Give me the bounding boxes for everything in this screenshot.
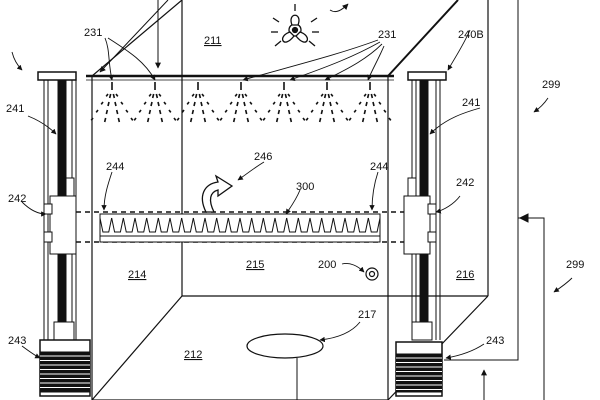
label-242-left: 242 <box>8 193 26 205</box>
pipe-line <box>444 0 545 400</box>
tray-tooth <box>344 217 358 233</box>
label-243-left: 243 <box>8 335 26 347</box>
tray-tooth <box>134 217 148 233</box>
tray-tooth <box>332 217 346 233</box>
label-244-right: 244 <box>370 161 388 173</box>
tray-tooth <box>321 217 334 233</box>
tray-tooth <box>181 217 194 233</box>
label-212: 212 <box>184 349 202 361</box>
tray-tooth <box>274 217 288 233</box>
tray-tooth <box>227 217 241 233</box>
spray-nozzle-icon <box>89 82 135 123</box>
label-244-left: 244 <box>106 161 124 173</box>
tray-tooth <box>99 217 113 233</box>
spray-nozzle-icon <box>175 82 221 123</box>
tray-tooth <box>356 217 369 233</box>
chamber-floor-diag <box>91 295 183 400</box>
right-motor <box>395 341 443 397</box>
tray-tooth <box>204 217 218 233</box>
label-215: 215 <box>246 259 264 271</box>
tray-tooth <box>367 217 381 233</box>
label-241-right: 241 <box>462 97 480 109</box>
label-216: 216 <box>456 269 474 281</box>
chamber-top-left-diag <box>91 0 183 77</box>
label-300: 300 <box>296 181 314 193</box>
label-299-top: 299 <box>542 79 560 91</box>
rotate-arrow-icon <box>201 174 234 213</box>
tray-tooth <box>262 217 276 233</box>
tray-tooth <box>146 217 159 233</box>
label-200: 200 <box>318 259 336 271</box>
left-motor <box>39 339 91 397</box>
tray-tooth <box>111 217 124 233</box>
tray-tooth <box>122 217 136 233</box>
label-217: 217 <box>358 309 376 321</box>
label-243-right: 243 <box>486 335 504 347</box>
label-214: 214 <box>128 269 146 281</box>
tray-tooth <box>239 217 253 233</box>
spray-nozzle-icon <box>261 82 307 123</box>
tray-tooth <box>192 217 206 233</box>
reference-labels: 211 231 231 240B 299 299 241 241 244 244… <box>6 27 584 361</box>
tray-tooth <box>309 217 323 233</box>
tray-tooth <box>251 217 264 233</box>
label-211: 211 <box>204 35 222 47</box>
tray-tooth <box>169 217 183 233</box>
spray-nozzle-icon <box>304 82 350 123</box>
left-lift-column <box>37 71 77 341</box>
tray-tooth <box>297 217 311 233</box>
spray-nozzle-icon <box>218 82 264 123</box>
tray <box>76 211 404 243</box>
label-231-left: 231 <box>84 27 102 39</box>
tray-tooth <box>286 217 299 233</box>
label-231-right: 231 <box>378 29 396 41</box>
fan-icon <box>271 4 319 47</box>
label-299-right: 299 <box>566 259 584 271</box>
spray-nozzle-icon <box>132 82 178 123</box>
label-242-right: 242 <box>456 177 474 189</box>
tray-tooth <box>216 217 229 233</box>
label-240b: 240B <box>458 29 484 41</box>
chamber-top-right-diag <box>387 0 459 77</box>
tray-tooth <box>157 217 171 233</box>
sensor-icon <box>365 267 379 281</box>
right-lift-column <box>403 71 447 341</box>
spray-nozzle-row <box>89 82 393 123</box>
label-246: 246 <box>254 151 272 163</box>
label-241-left: 241 <box>6 103 24 115</box>
floor-ellipse <box>246 333 324 359</box>
spray-nozzle-icon <box>347 82 393 123</box>
